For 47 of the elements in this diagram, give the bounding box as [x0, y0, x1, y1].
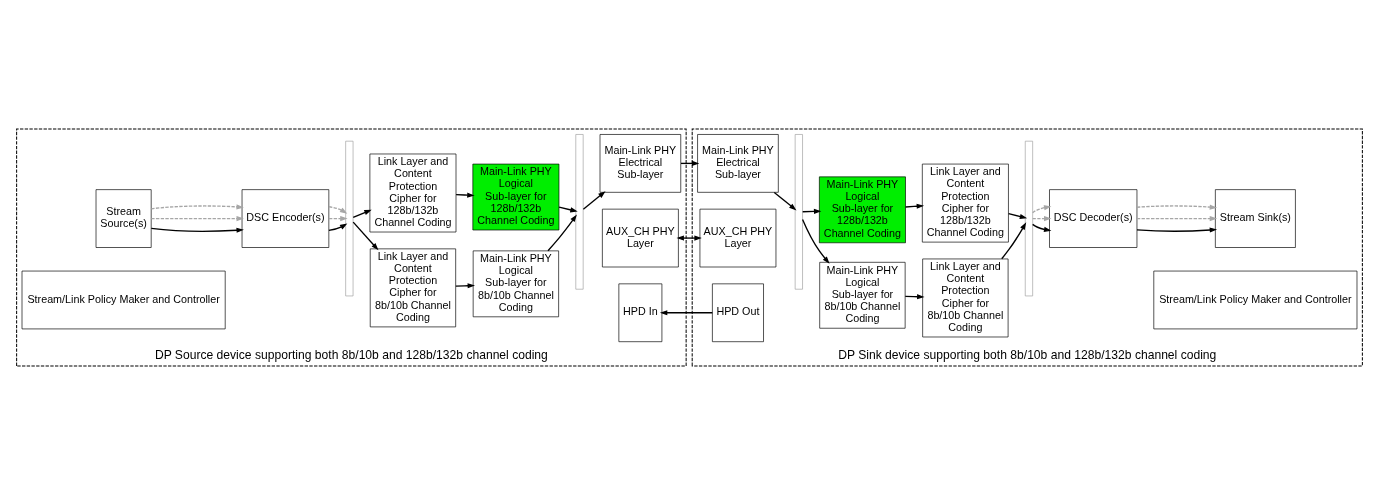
arrow: [676, 235, 702, 241]
node-box: Stream Source(s): [95, 189, 152, 248]
arrow: [582, 191, 606, 210]
arrow: [1136, 204, 1218, 210]
node-box: Main-Link PHY Logical Sub-layer for 128b/132b Channel Coding: [819, 176, 906, 244]
node-box: Stream/Link Policy Maker and Controller: [21, 270, 226, 330]
arrow: [547, 214, 577, 252]
arrow: [1007, 213, 1028, 219]
arrow: [1136, 227, 1218, 233]
arrow: [1032, 205, 1052, 214]
node-box: Main-Link PHY Electrical Sub-layer: [697, 134, 779, 193]
arrow: [150, 215, 244, 222]
node-box: Stream Sink(s): [1215, 189, 1296, 248]
arrow: [150, 204, 244, 210]
arrow: [150, 227, 244, 233]
node-box: AUX_CH PHY Layer: [699, 208, 777, 268]
node-box: AUX_CH PHY Layer: [602, 208, 679, 268]
arrow: [1001, 222, 1027, 260]
node-box: Link Layer and Content Protection Cipher for 128b/132b Channel Coding: [921, 163, 1009, 243]
arrow: [801, 218, 830, 264]
arrow: [1136, 215, 1218, 222]
node-box: Stream/Link Policy Maker and Controller: [1153, 270, 1358, 330]
node-box: Main-Link PHY Electrical Sub-layer: [599, 134, 682, 193]
arrow: [455, 283, 476, 289]
node-box: Main-Link PHY Logical Sub-layer for 8b/10b Channel Coding: [472, 250, 559, 318]
node-box: HPD Out: [712, 283, 764, 343]
node-box: Main-Link PHY Logical Sub-layer for 128b/132b Channel Coding: [472, 163, 560, 231]
node-box: Link Layer and Content Protection Cipher for 8b/10b Channel Coding: [922, 258, 1009, 338]
node-bar: [575, 134, 584, 290]
node-box: HPD In: [618, 283, 663, 343]
arrow: [558, 206, 578, 213]
node-bar: [345, 140, 354, 297]
node-bar: [794, 134, 803, 290]
arrow: [352, 221, 379, 251]
arrow: [328, 206, 348, 214]
arrow: [352, 209, 372, 218]
node-box: DSC Encoder(s): [241, 189, 330, 248]
node-box: DSC Decoder(s): [1049, 189, 1138, 248]
node-box: Link Layer and Content Protection Cipher for 128b/132b Channel Coding: [369, 153, 457, 233]
arrow: [455, 192, 475, 198]
arrow: [1032, 215, 1052, 222]
arrow: [773, 191, 797, 211]
arrow: [328, 215, 348, 222]
arrow: [659, 310, 713, 316]
node-box: Main-Link PHY Logical Sub-layer for 8b/10b Channel Coding: [819, 261, 906, 329]
node-bar: [1024, 140, 1033, 297]
node-box: Link Layer and Content Protection Cipher for 8b/10b Channel Coding: [369, 248, 456, 328]
